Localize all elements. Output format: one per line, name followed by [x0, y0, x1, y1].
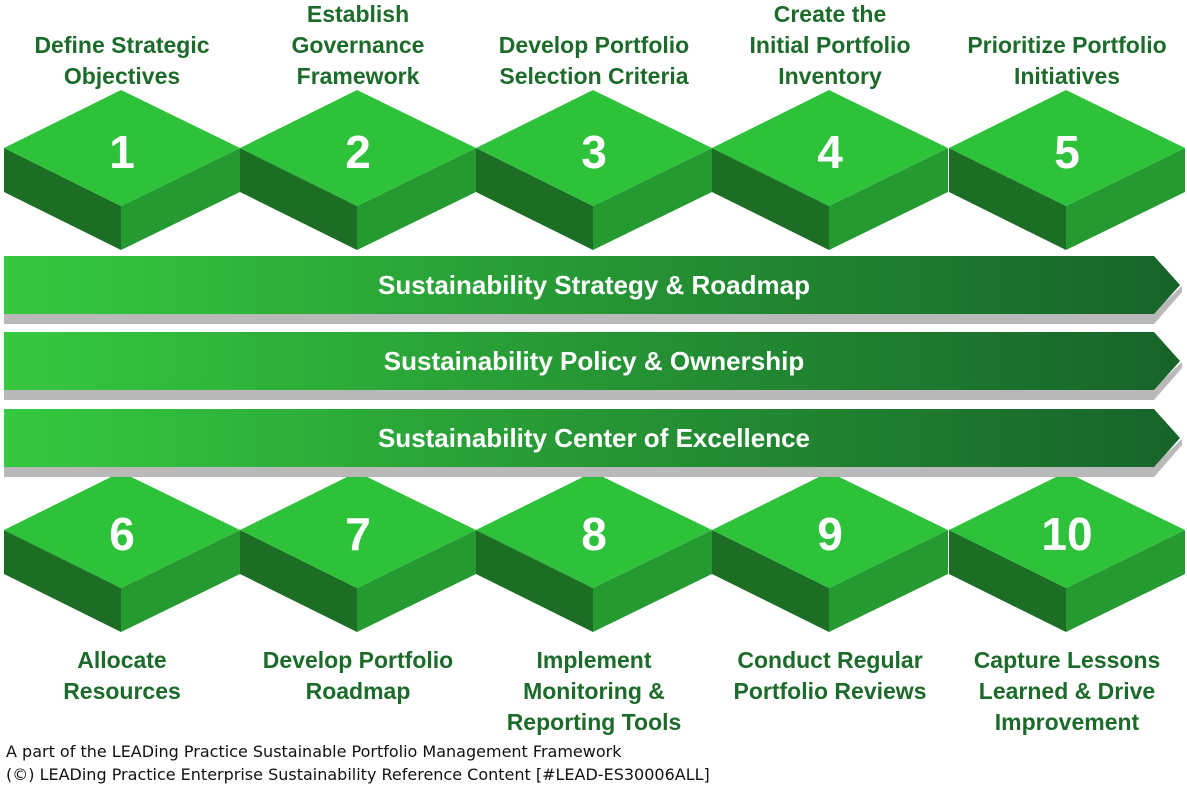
bar-shadow — [4, 286, 1182, 324]
step-label-line: Monitoring & — [523, 678, 665, 704]
diamond-left-face — [949, 148, 1066, 250]
diamond-right-face — [593, 148, 712, 250]
step-label-line: Governance — [291, 32, 425, 58]
step-label-line: Develop Portfolio — [498, 32, 690, 58]
step-label-line: Framework — [296, 63, 420, 89]
step-label-line: Establish — [306, 1, 410, 27]
step-number: 3 — [581, 126, 607, 178]
bar-label: Sustainability Center of Excellence — [378, 423, 810, 453]
step-label-line: Selection Criteria — [499, 63, 689, 89]
step-label-line: Initiatives — [1013, 63, 1121, 89]
diamond-left-face — [4, 148, 121, 250]
step-label-line: Initial Portfolio — [749, 32, 911, 58]
step-diamond-9: 9 — [711, 470, 949, 632]
step-label-line: Learned & Drive — [978, 678, 1156, 704]
step-label-line: Resources — [63, 678, 181, 704]
diamond-left-face — [476, 148, 593, 250]
step-number: 4 — [817, 126, 843, 178]
step-diamond-3: 3 — [475, 88, 713, 250]
diamond-right-face — [829, 148, 948, 250]
step-label-line: Create the — [773, 1, 887, 27]
diamond-top-face — [476, 472, 712, 588]
diamond-left-face — [240, 148, 357, 250]
bar-shadow — [4, 362, 1182, 400]
diamond-right-face — [357, 530, 476, 632]
diamond-left-face — [4, 530, 121, 632]
step-diamond-1: 1 — [3, 88, 241, 250]
bar-arrow-body — [4, 332, 1180, 390]
diamond-right-face — [121, 530, 240, 632]
diamond-right-face — [829, 530, 948, 632]
step-diamond-8: 8 — [475, 470, 713, 632]
step-label-line: Allocate — [77, 647, 167, 673]
step-diamond-5: 5 — [948, 88, 1186, 250]
step-label-line: Define Strategic — [34, 32, 210, 58]
step-label-line: Roadmap — [305, 678, 411, 704]
diamond-top-face — [949, 472, 1185, 588]
diamond-right-face — [1066, 530, 1185, 632]
step-label-line: Prioritize Portfolio — [967, 32, 1167, 58]
diamond-right-face — [1066, 148, 1185, 250]
step-label-line: Implement — [536, 647, 652, 673]
step-label-line: Conduct Regular — [737, 647, 923, 673]
bar-shadow — [4, 439, 1182, 477]
diamond-left-face — [712, 530, 829, 632]
step-label-line: Portfolio Reviews — [733, 678, 927, 704]
step-diamond-7: 7 — [239, 470, 477, 632]
step-number: 8 — [581, 508, 607, 560]
diamond-right-face — [357, 148, 476, 250]
bar-label: Sustainability Policy & Ownership — [384, 346, 804, 376]
step-number: 9 — [817, 508, 843, 560]
diamond-left-face — [240, 530, 357, 632]
step-label-line: Develop Portfolio — [262, 647, 454, 673]
diamond-top-face — [476, 90, 712, 206]
step-label-line: Reporting Tools — [506, 709, 682, 735]
step-label-line: Inventory — [778, 63, 882, 89]
diamond-right-face — [593, 530, 712, 632]
step-diamond-6: 6 — [3, 470, 241, 632]
diamond-top-face — [712, 90, 948, 206]
capability-bar-1: Sustainability Strategy & Roadmap — [4, 256, 1184, 326]
step-number: 10 — [1041, 508, 1092, 560]
step-label-line: Capture Lessons — [973, 647, 1161, 673]
footer-line-1: A part of the LEADing Practice Sustainab… — [6, 742, 622, 761]
diamond-top-face — [240, 90, 476, 206]
diamond-left-face — [712, 148, 829, 250]
diamond-top-face — [4, 90, 240, 206]
step-number: 5 — [1054, 126, 1080, 178]
step-label-line: Improvement — [994, 709, 1140, 735]
step-diamond-10: 10 — [948, 470, 1186, 632]
diamond-top-face — [949, 90, 1185, 206]
diamond-left-face — [476, 530, 593, 632]
capability-bar-2: Sustainability Policy & Ownership — [4, 332, 1184, 402]
step-number: 6 — [109, 508, 135, 560]
capability-bar-3: Sustainability Center of Excellence — [4, 409, 1184, 479]
diamond-left-face — [949, 530, 1066, 632]
step-number: 2 — [345, 126, 371, 178]
step-number: 7 — [345, 508, 371, 560]
step-number: 1 — [109, 126, 135, 178]
bar-arrow-body — [4, 256, 1180, 314]
footer-line-2: (©) LEADing Practice Enterprise Sustaina… — [6, 765, 710, 784]
step-diamond-4: 4 — [711, 88, 949, 250]
diamond-top-face — [4, 472, 240, 588]
bar-label: Sustainability Strategy & Roadmap — [378, 270, 810, 300]
diamond-top-face — [712, 472, 948, 588]
bar-arrow-body — [4, 409, 1180, 467]
diamond-top-face — [240, 472, 476, 588]
step-diamond-2: 2 — [239, 88, 477, 250]
step-label-line: Objectives — [63, 63, 181, 89]
diamond-right-face — [121, 148, 240, 250]
